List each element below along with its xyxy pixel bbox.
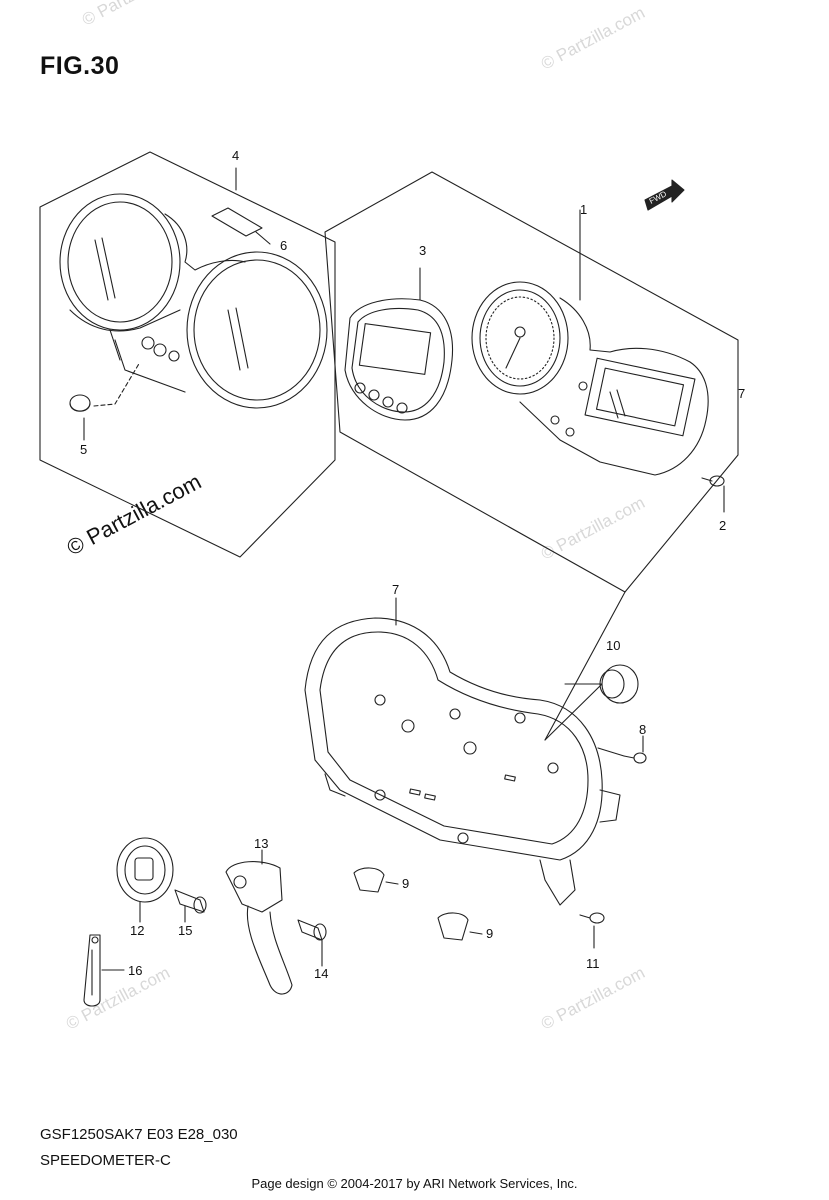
callout-11: 11 bbox=[586, 956, 600, 971]
callout-4: 4 bbox=[232, 148, 239, 163]
label-plate-part bbox=[211, 207, 271, 245]
bezel-part bbox=[344, 267, 454, 421]
callout-7b: 7 bbox=[392, 582, 399, 597]
callout-15: 15 bbox=[178, 923, 192, 938]
figure-title: FIG.30 bbox=[40, 52, 120, 80]
socket-part-10 bbox=[544, 664, 639, 741]
screw-part-11 bbox=[579, 912, 605, 949]
callout-8: 8 bbox=[639, 722, 646, 737]
copyright-credit: Page design © 2004-2017 by ARI Network S… bbox=[251, 1176, 578, 1191]
screw-part-15 bbox=[174, 889, 207, 923]
callout-12: 12 bbox=[130, 923, 144, 938]
fwd-arrow-icon: FWD bbox=[644, 179, 685, 211]
wire-socket-part-13 bbox=[225, 849, 293, 995]
svg-text:© Partzilla.com: © Partzilla.com bbox=[538, 3, 648, 74]
callout-9b: 9 bbox=[486, 926, 493, 941]
partzilla-watermark: © Partzilla.com bbox=[63, 469, 206, 561]
button-cap-part bbox=[69, 361, 141, 412]
callout-1: 1 bbox=[580, 202, 587, 217]
callout-5: 5 bbox=[80, 442, 87, 457]
clamp-part-16 bbox=[83, 934, 125, 1007]
svg-text:© Partzilla.com: © Partzilla.com bbox=[79, 0, 189, 30]
callout-16: 16 bbox=[128, 963, 142, 978]
callout-13: 13 bbox=[254, 836, 268, 851]
screw-part-14 bbox=[297, 919, 327, 967]
callout-6: 6 bbox=[280, 238, 287, 253]
callout-7a: 7 bbox=[738, 386, 745, 401]
callout-9a: 9 bbox=[402, 876, 409, 891]
meter-case-part bbox=[304, 597, 621, 906]
meter-assembly-part bbox=[471, 209, 709, 476]
grommet-part-9a bbox=[353, 867, 399, 893]
callout-10: 10 bbox=[606, 638, 620, 653]
figure-name: SPEEDOMETER-C bbox=[40, 1152, 171, 1169]
callout-labels: 1 2 3 4 5 6 7 7 8 9 9 10 11 12 13 14 15 … bbox=[80, 148, 745, 981]
socket-part-12 bbox=[116, 837, 174, 923]
callout-3: 3 bbox=[419, 243, 426, 258]
figure-code: GSF1250SAK7 E03 E28_030 bbox=[40, 1126, 238, 1143]
item-4-group-box bbox=[39, 151, 336, 558]
svg-text:© Partzilla.com: © Partzilla.com bbox=[538, 963, 648, 1034]
screw-part-2 bbox=[701, 475, 725, 513]
meter-cover-part bbox=[59, 193, 328, 409]
grommet-part-9b bbox=[437, 912, 483, 941]
item-1-group-box bbox=[324, 171, 739, 593]
screw-part-8 bbox=[597, 735, 647, 764]
leader-box-to-7 bbox=[544, 591, 626, 741]
callout-2: 2 bbox=[719, 518, 726, 533]
svg-text:© Partzilla.com: © Partzilla.com bbox=[63, 963, 173, 1034]
callout-14: 14 bbox=[314, 966, 328, 981]
